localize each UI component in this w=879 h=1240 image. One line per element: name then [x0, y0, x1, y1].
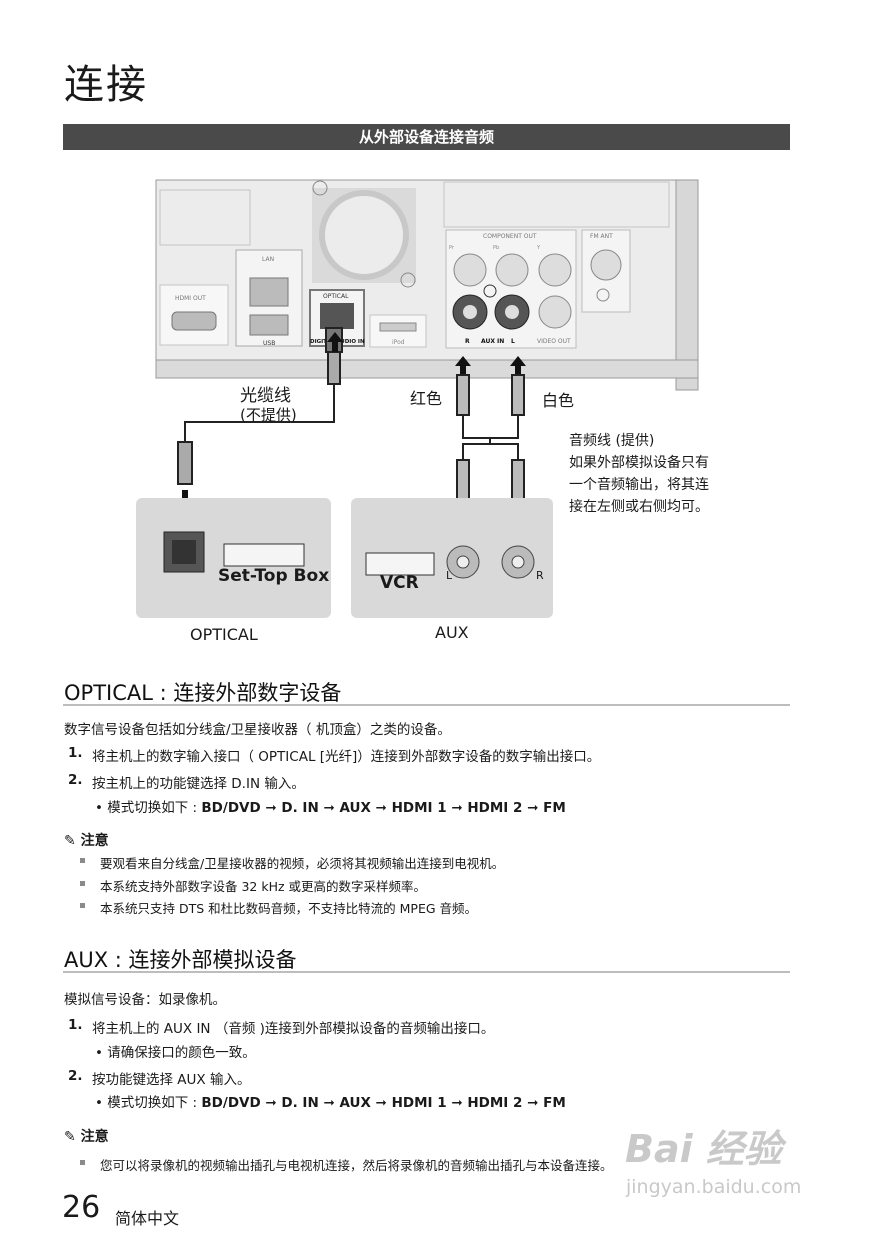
page-number: 26: [62, 1190, 101, 1225]
optical-caption: OPTICAL: [190, 625, 258, 644]
note-title: 注意: [80, 1129, 109, 1145]
panel-label-pb: Pb: [493, 245, 499, 251]
aux-mode-line: • 模式切换如下 : BD/DVD ➞ D. IN ➞ AUX ➞ HDMI 1…: [95, 1091, 566, 1111]
page-language: 简体中文: [115, 1209, 180, 1228]
receiver-rear-panel: [155, 179, 699, 391]
vcr-icon: [365, 552, 435, 576]
optical-mode-line: • 模式切换如下 : BD/DVD ➞ D. IN ➞ AUX ➞ HDMI 1…: [95, 796, 566, 816]
step-text: 将主机上的 AUX IN （音频 )连接到外部模拟设备的音频输出接口。: [92, 1021, 495, 1037]
panel-label-l: L: [511, 338, 515, 345]
arrow-up-icon: [455, 356, 471, 374]
mode-sequence: BD/DVD ➞ D. IN ➞ AUX ➞ HDMI 1 ➞ HDMI 2 ➞…: [201, 1095, 566, 1111]
section-banner: 从外部设备连接音频: [63, 124, 790, 150]
audio-cable-note-1: 如果外部模拟设备只有: [569, 455, 709, 471]
baidu-watermark-url: jingyan.baidu.com: [626, 1176, 802, 1198]
jack-l-label: L: [446, 569, 453, 582]
pencil-note-icon: ✎: [64, 833, 76, 849]
arrow-up-icon: [510, 356, 526, 374]
optical-intro: 数字信号设备包括如分线盒/卫星接收器（ 机顶盒）之类的设备。: [64, 722, 451, 738]
step-number: 1.: [68, 1017, 83, 1033]
aux-note-heading: ✎ 注意: [64, 1126, 109, 1146]
audio-cable: [456, 374, 525, 503]
pencil-note-icon: ✎: [64, 1129, 76, 1145]
panel-label-optical: OPTICAL: [323, 293, 349, 300]
panel-label-pr: Pr: [449, 245, 455, 251]
mode-sequence: BD/DVD ➞ D. IN ➞ AUX ➞ HDMI 1 ➞ HDMI 2 ➞…: [201, 800, 566, 816]
optical-note-heading: ✎ 注意: [64, 830, 109, 850]
panel-label-fm-ant: FM ANT: [590, 233, 613, 240]
arrow-up-icon: [327, 332, 343, 352]
panel-label-lan: LAN: [262, 256, 274, 263]
step-text: 按主机上的功能键选择 D.IN 输入。: [92, 776, 305, 792]
connection-diagram: COMPONENT OUT FM ANT LAN HDMI OUT USB OP…: [136, 179, 699, 618]
optical-cable-label: 光缆线: [240, 386, 291, 406]
panel-label-usb: USB: [263, 340, 275, 347]
vcr-label: VCR: [380, 573, 419, 593]
panel-label-component-out: COMPONENT OUT: [483, 233, 537, 240]
panel-label-y: Y: [536, 245, 541, 251]
aux-step-1-sub: • 请确保接口的颜色一致。: [95, 1045, 256, 1061]
aux-section-title: AUX : 连接外部模拟设备: [64, 948, 297, 972]
white-label: 白色: [542, 391, 575, 410]
step-number: 2.: [68, 1068, 83, 1084]
settop-box-icon: [223, 543, 305, 567]
audio-cable-label: 音频线 (提供): [569, 433, 655, 449]
section-divider: [63, 704, 790, 706]
panel-label-r: R: [465, 338, 470, 345]
note-title: 注意: [80, 833, 109, 849]
page-title: 连接: [64, 62, 148, 108]
panel-label-aux-in: AUX IN: [481, 338, 504, 345]
aux-caption: AUX: [435, 623, 469, 642]
panel-label-hdmi-out: HDMI OUT: [175, 295, 206, 302]
jack-r-label: R: [536, 569, 544, 582]
aux-intro: 模拟信号设备：如录像机。: [64, 992, 226, 1008]
step-number: 1.: [68, 745, 83, 761]
panel-label-video-out: VIDEO OUT: [537, 338, 571, 345]
baidu-watermark: Bai 经验: [625, 1127, 782, 1171]
audio-cable-note-2: 一个音频输出，将其连: [569, 477, 709, 493]
step-text: 将主机上的数字输入接口（ OPTICAL [光纤]）连接到外部数字设备的数字输出…: [92, 749, 601, 765]
optical-cable-note: (不提供): [240, 406, 297, 424]
mode-prefix: • 模式切换如下 :: [95, 1095, 202, 1111]
optical-section-title: OPTICAL : 连接外部数字设备: [64, 681, 342, 705]
red-label: 红色: [410, 389, 443, 408]
mode-prefix: • 模式切换如下 :: [95, 800, 202, 816]
panel-label-ipod: iPod: [392, 339, 405, 346]
step-number: 2.: [68, 772, 83, 788]
step-text: 按功能键选择 AUX 输入。: [92, 1072, 251, 1088]
audio-cable-note-3: 接在左侧或右侧均可。: [569, 499, 709, 515]
section-divider: [63, 971, 790, 973]
settop-box-label: Set-Top Box: [218, 566, 330, 586]
